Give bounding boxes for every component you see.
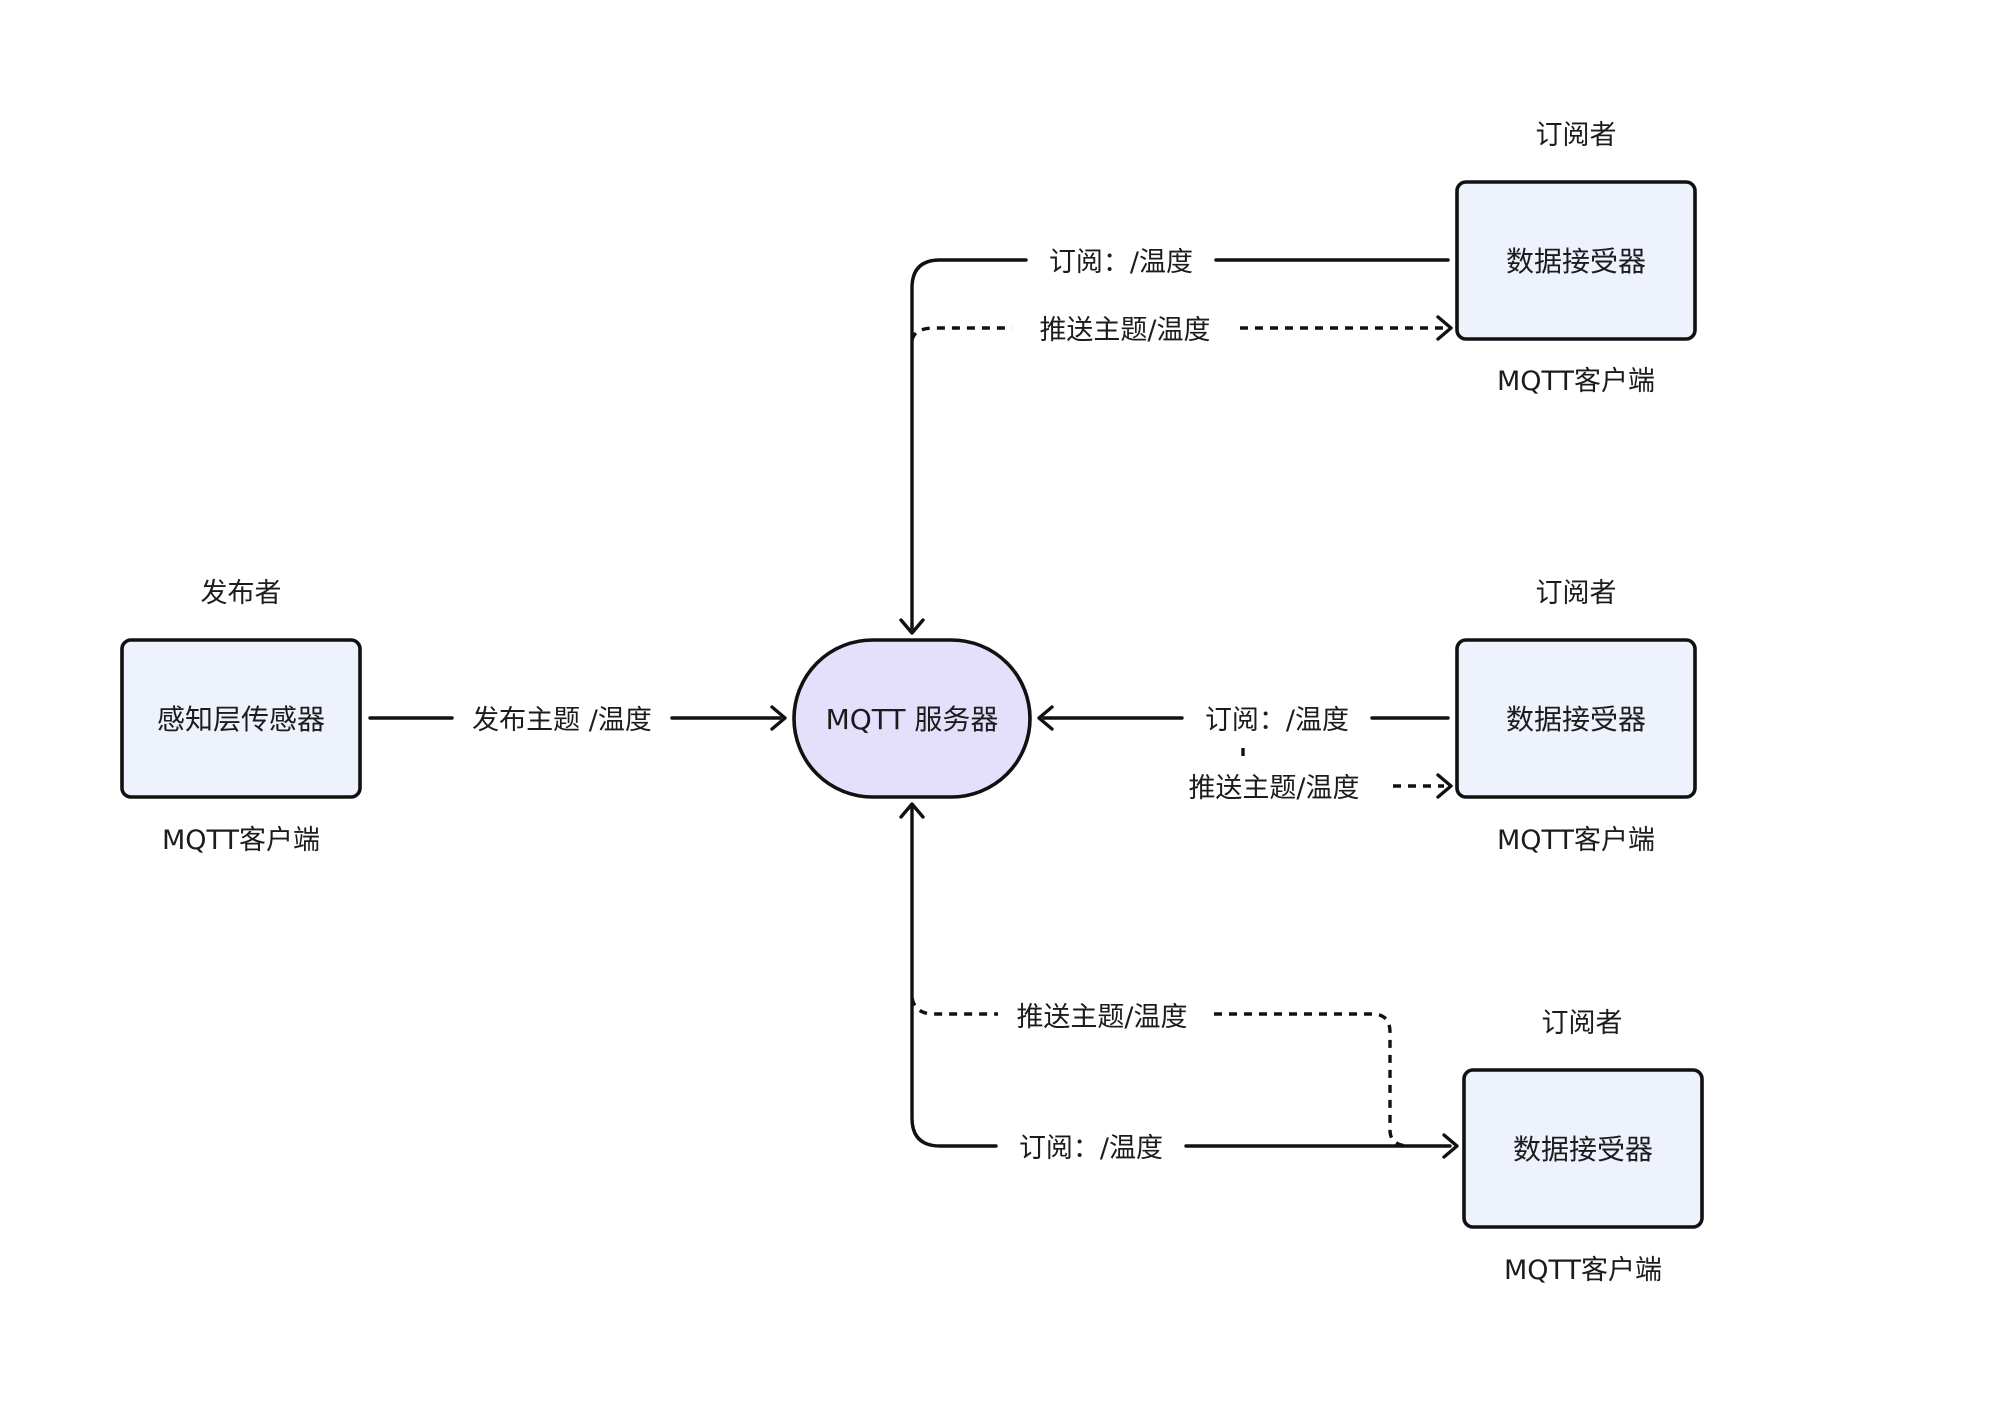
subscriber-1-client-type: MQTT客户端 (1497, 366, 1655, 397)
publisher-role-label: 发布者 (201, 578, 282, 609)
subscriber-3-box[interactable] (1462, 1068, 1704, 1229)
subscriber-1-push-arrowhead (1436, 315, 1453, 341)
server-node[interactable]: MQTT 服务器 (792, 638, 1032, 799)
subscriber-3-subscribe-connector (899, 802, 1459, 1159)
publisher-node[interactable]: 感知层传感器 (120, 638, 362, 799)
server-bottom-arrowhead (899, 802, 925, 819)
publisher-client-type: MQTT客户端 (162, 825, 320, 856)
subscriber-2-node[interactable]: 数据接受器 (1455, 638, 1697, 799)
server-box[interactable] (792, 638, 1032, 799)
publisher-name: 感知层传感器 (157, 703, 325, 736)
subscriber-2-box[interactable] (1455, 638, 1697, 799)
subscriber-3-subscribe-arrowhead (1442, 1133, 1459, 1159)
subscriber-1-role-label: 订阅者 (1536, 120, 1617, 151)
subscriber-3-subscribe-label: 订阅：/温度 (1019, 1133, 1163, 1164)
subscriber-2-subscribe-label: 订阅：/温度 (1205, 705, 1349, 736)
subscriber-1-name: 数据接受器 (1506, 245, 1646, 278)
subscriber-1-box[interactable] (1455, 180, 1697, 341)
subscriber-3-push-label: 推送主题/温度 (1016, 1002, 1187, 1033)
subscriber-2-subscribe-connector (1037, 705, 1450, 731)
publish-arrowhead (770, 705, 787, 731)
subscriber-1-push-label: 推送主题/温度 (1039, 315, 1210, 346)
subscriber-2-push-connector (1241, 748, 1453, 799)
subscriber-3-role-label: 订阅者 (1542, 1008, 1623, 1039)
subscriber-1-node[interactable]: 数据接受器 (1455, 180, 1697, 341)
publisher-box[interactable] (120, 638, 362, 799)
subscriber-3-name: 数据接受器 (1513, 1133, 1653, 1166)
publish-connector (368, 705, 787, 731)
subscriber-1-push-connector (910, 315, 1453, 341)
server-label: MQTT 服务器 (826, 703, 999, 736)
subscriber-2-subscribe-arrowhead (1037, 705, 1054, 731)
subscriber-2-push-label: 推送主题/温度 (1188, 773, 1359, 804)
subscriber-2-name: 数据接受器 (1506, 703, 1646, 736)
subscriber-2-client-type: MQTT客户端 (1497, 825, 1655, 856)
subscriber-3-node[interactable]: 数据接受器 (1462, 1068, 1704, 1229)
subscriber-2-role-label: 订阅者 (1536, 578, 1617, 609)
subscriber-2-push-arrowhead (1436, 773, 1453, 799)
subscriber-1-subscribe-label: 订阅：/温度 (1049, 247, 1193, 278)
subscriber-1-subscribe-arrowhead (899, 618, 925, 635)
publish-edge-label: 发布主题 /温度 (472, 705, 652, 736)
subscriber-3-client-type: MQTT客户端 (1504, 1255, 1662, 1286)
subscriber-1-subscribe-connector (899, 258, 1450, 635)
subscriber-3-push-connector (910, 997, 1411, 1148)
